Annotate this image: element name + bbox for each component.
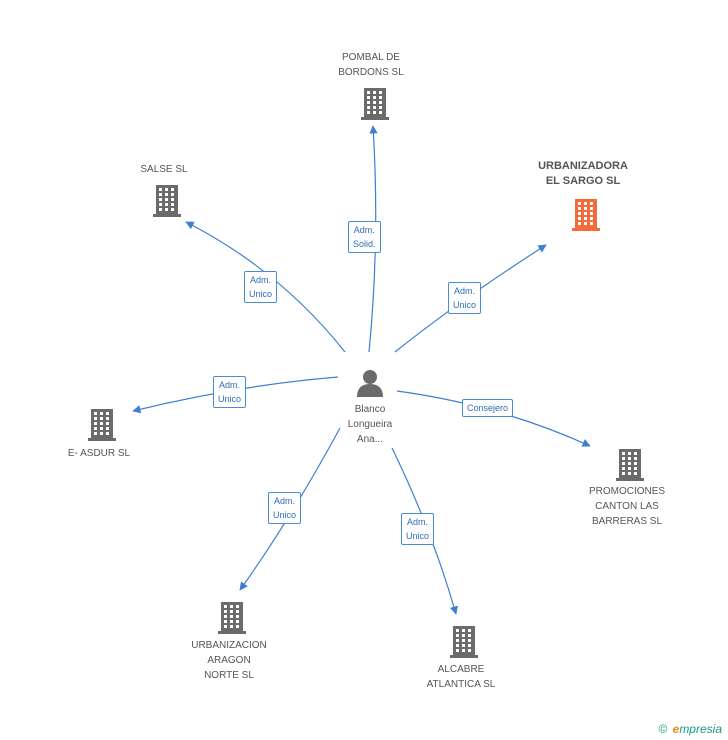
- edge-role-urbanizadora: Adm. Unico: [448, 282, 482, 314]
- company-node-salse[interactable]: [153, 183, 181, 222]
- company-node-easdur[interactable]: [88, 407, 116, 446]
- company-label-easdur[interactable]: E- ASDUR SL: [67, 448, 131, 459]
- company-node-urbanizadora[interactable]: [572, 197, 600, 236]
- edge-role-aragon: Adm. Unico: [268, 492, 302, 524]
- company-label-alcabre[interactable]: ALCABRE ATLANTICA SL: [426, 664, 496, 690]
- company-label-salse[interactable]: SALSE SL: [140, 164, 188, 175]
- edge-role-alcabre: Adm. Unico: [401, 513, 435, 545]
- company-label-urbanizadora[interactable]: URBANIZADORA EL SARGO SL: [538, 160, 628, 187]
- building-icon: [218, 602, 246, 634]
- person-icon: [357, 370, 383, 397]
- edge-role-easdur: Adm. Unico: [213, 376, 247, 408]
- company-label-pombal[interactable]: POMBAL DE BORDONS SL: [338, 52, 404, 78]
- edge-role-pombal: Adm. Solid.: [348, 221, 381, 253]
- person-node[interactable]: [355, 368, 385, 398]
- copyright-symbol: ©: [658, 722, 668, 736]
- company-label-aragon[interactable]: URBANIZACION ARAGON NORTE SL: [191, 640, 267, 681]
- building-icon: [88, 409, 116, 441]
- footer-brand: © empresia: [658, 722, 722, 736]
- company-node-aragon[interactable]: [218, 600, 246, 639]
- company-node-pombal[interactable]: [361, 86, 389, 125]
- building-icon: [153, 185, 181, 217]
- company-node-promociones[interactable]: [616, 447, 644, 486]
- building-icon: [616, 449, 644, 481]
- building-icon: [572, 199, 600, 231]
- brand-name: empresia: [672, 722, 722, 736]
- company-node-alcabre[interactable]: [450, 624, 478, 663]
- building-icon: [450, 626, 478, 658]
- edge-role-salse: Adm. Unico: [244, 271, 278, 303]
- person-name: Blanco Longueira Ana...: [347, 404, 393, 445]
- building-icon: [361, 88, 389, 120]
- edge-role-promociones: Consejero: [462, 399, 514, 417]
- company-label-promociones[interactable]: PROMOCIONES CANTON LAS BARRERAS SL: [588, 486, 666, 527]
